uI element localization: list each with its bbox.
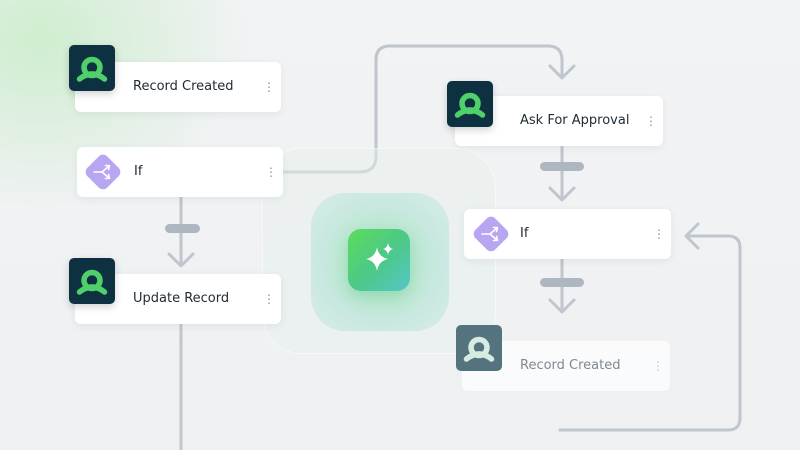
node-label: If — [520, 226, 529, 241]
arrowhead-loop — [684, 222, 700, 250]
app-logo-tile — [69, 45, 115, 91]
node-menu-button[interactable]: ⋮ — [653, 227, 665, 241]
arrowhead-record — [548, 298, 576, 314]
branch-icon-badge — [471, 214, 511, 254]
ai-generate-button[interactable] — [348, 229, 410, 291]
logo-icon — [76, 269, 108, 295]
arrowhead-update — [167, 252, 195, 268]
logo-icon — [454, 92, 486, 118]
branch-icon-badge — [83, 152, 123, 192]
connector-if-to-approval — [281, 44, 564, 174]
node-if-left[interactable]: If ⋮ — [77, 147, 283, 197]
app-logo-tile — [69, 258, 115, 304]
connector-handle — [540, 278, 584, 287]
node-label: Record Created — [133, 79, 234, 94]
node-menu-button[interactable]: ⋮ — [652, 359, 664, 373]
node-if-right[interactable]: If ⋮ — [464, 209, 671, 259]
branch-icon — [481, 226, 499, 242]
logo-icon — [463, 336, 495, 362]
logo-icon — [76, 56, 108, 82]
node-label: Update Record — [133, 291, 230, 306]
node-record-created[interactable]: Record Created ⋮ — [75, 62, 281, 112]
branch-icon — [93, 164, 111, 180]
sparkle-icon — [366, 243, 393, 271]
node-label: Ask For Approval — [520, 113, 630, 128]
node-label: If — [134, 164, 143, 179]
app-logo-tile — [456, 325, 502, 371]
arrowhead-if-right — [548, 186, 576, 202]
app-logo-tile — [447, 81, 493, 127]
node-label: Record Created — [520, 358, 621, 373]
node-menu-button[interactable]: ⋮ — [263, 80, 275, 94]
connector-handle — [165, 224, 200, 233]
node-menu-button[interactable]: ⋮ — [265, 165, 277, 179]
connector-loop-back — [558, 234, 742, 432]
arrowhead-approval — [548, 64, 576, 80]
node-menu-button[interactable]: ⋮ — [263, 292, 275, 306]
node-menu-button[interactable]: ⋮ — [645, 114, 657, 128]
connector-handle — [540, 162, 584, 171]
